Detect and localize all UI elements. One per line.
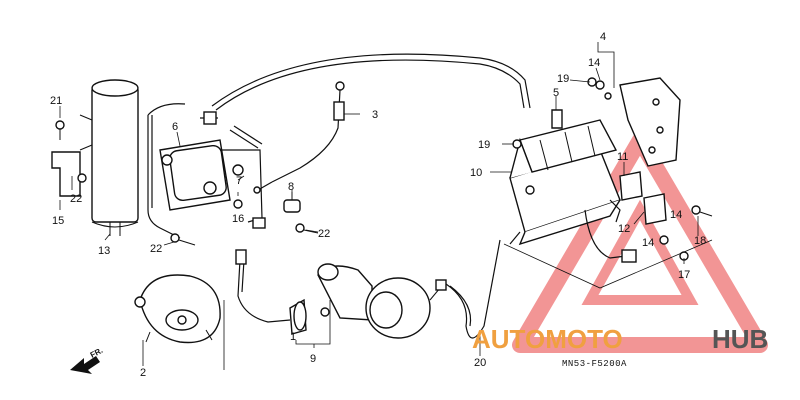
callout-2: 2 — [140, 367, 146, 379]
callout-6: 6 — [172, 121, 178, 133]
callout-14-right: 14 — [670, 209, 682, 221]
callout-19-left: 19 — [478, 139, 490, 151]
callout-10: 10 — [470, 167, 482, 179]
watermark-text: AUTOMOTO HUB — [472, 324, 768, 354]
bracket-4 — [551, 77, 681, 167]
callout-8: 8 — [288, 181, 294, 193]
bolt-22-left — [170, 233, 196, 246]
nut-19 — [512, 77, 597, 149]
control-unit-10 — [509, 119, 621, 246]
valve-assembly-6 — [159, 139, 266, 229]
callout-labels: 21 22 15 13 22 6 7 16 8 22 3 10 19 19 5 … — [50, 31, 706, 379]
diagram-code: MN53-F5200A — [562, 359, 627, 369]
bolt-22-center — [295, 223, 319, 234]
callout-11: 11 — [617, 151, 628, 163]
callout-7: 7 — [236, 175, 242, 187]
callout-14-bottom: 14 — [642, 237, 654, 249]
watermark-text-orange: AUTOMOTO — [472, 324, 623, 354]
callout-12: 12 — [618, 223, 630, 235]
front-direction-label: FR. — [89, 346, 105, 360]
canister-13 — [91, 79, 139, 236]
callout-16: 16 — [232, 213, 244, 225]
screw-16 — [233, 192, 243, 209]
watermark-triangle — [512, 132, 768, 353]
motor-2 — [134, 274, 221, 344]
callout-22-left: 22 — [70, 193, 82, 205]
callout-15: 15 — [52, 215, 64, 227]
front-direction-arrow: FR. — [70, 346, 104, 374]
bracket-15 — [51, 114, 93, 197]
callout-22-right: 22 — [318, 228, 330, 240]
hose-20 — [445, 239, 501, 339]
hose-lines — [147, 53, 531, 239]
actuator-1 — [235, 249, 330, 335]
callout-9: 9 — [310, 353, 316, 365]
callout-4: 4 — [600, 31, 606, 43]
vacuum-actuator-9 — [317, 263, 447, 339]
callout-18: 18 — [694, 235, 706, 247]
callout-17: 17 — [678, 269, 690, 281]
leader-lines — [59, 42, 713, 370]
callout-19-top: 19 — [557, 73, 569, 85]
clips-11-12 — [584, 171, 713, 263]
callout-13: 13 — [98, 245, 110, 257]
watermark-text-gray: HUB — [712, 324, 768, 354]
callout-14-top: 14 — [588, 57, 600, 69]
cable-3 — [253, 81, 345, 194]
callout-22-mid: 22 — [150, 243, 162, 255]
callout-21: 21 — [50, 95, 62, 107]
callout-5: 5 — [553, 87, 559, 99]
callout-20: 20 — [474, 357, 486, 369]
callout-1: 1 — [290, 331, 296, 343]
callout-3: 3 — [372, 109, 378, 121]
